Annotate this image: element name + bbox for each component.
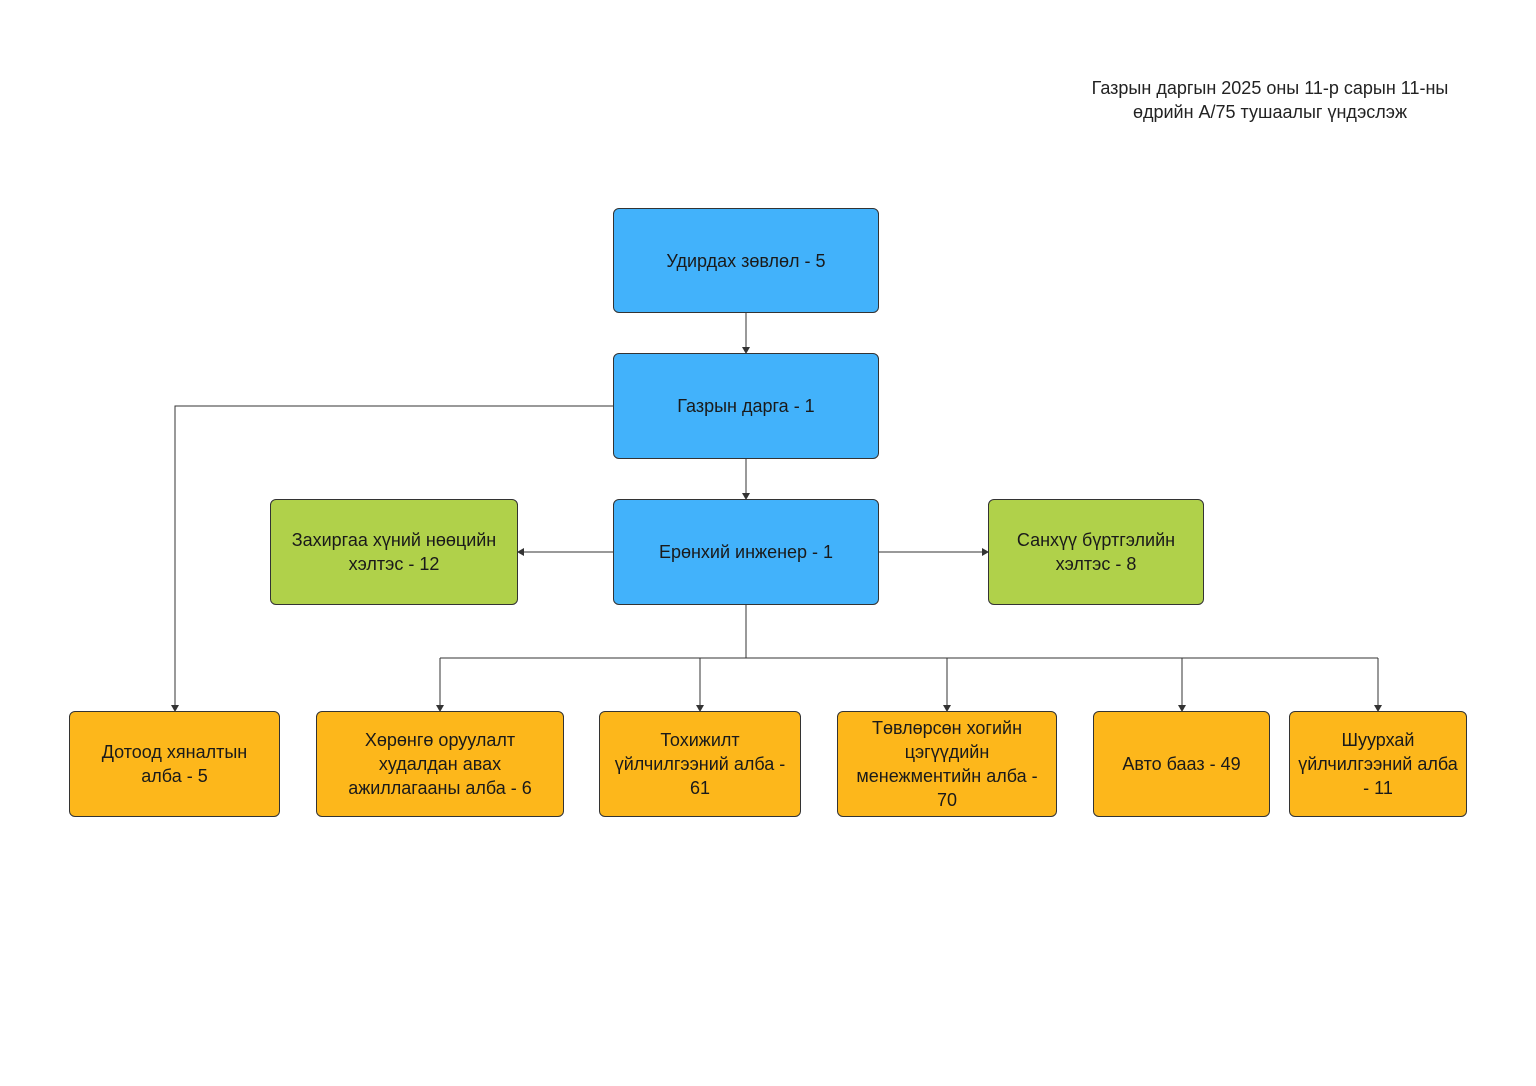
node-auto-base[interactable]: Авто бааз - 49 xyxy=(1093,711,1270,817)
node-director-label: Газрын дарга - 1 xyxy=(677,396,815,416)
connector-engineer-bus xyxy=(440,605,1378,659)
node-internal-audit-label: Дотоод хяналтын алба - 5 xyxy=(101,742,248,786)
node-waste-management-label: Төвлөрсөн хогийн цэгүүдийн менежментийн … xyxy=(856,718,1038,810)
node-finance[interactable]: Санхүү бүртгэлийн хэлтэс - 8 xyxy=(988,499,1204,605)
node-chief-engineer[interactable]: Ерөнхий инженер - 1 xyxy=(613,499,879,605)
node-investment-procurement-label: Хөрөнгө оруулалт худалдан авах ажиллагаа… xyxy=(348,730,532,798)
node-internal-audit[interactable]: Дотоод хяналтын алба - 5 xyxy=(69,711,280,817)
node-waste-management[interactable]: Төвлөрсөн хогийн цэгүүдийн менежментийн … xyxy=(837,711,1057,817)
node-finance-label: Санхүү бүртгэлийн хэлтэс - 8 xyxy=(1016,530,1176,574)
node-director[interactable]: Газрын дарга - 1 xyxy=(613,353,879,459)
order-reference-line-1: Газрын даргын 2025 оны 11-р сарын 11-ны xyxy=(1091,78,1449,98)
node-equipment-service-label: Тохижилт үйлчилгээний алба - 61 xyxy=(614,730,786,798)
node-admin-hr[interactable]: Захиргаа хүний нөөцийн хэлтэс - 12 xyxy=(270,499,518,605)
node-chief-engineer-label: Ерөнхий инженер - 1 xyxy=(658,542,834,562)
node-board-label: Удирдах зөвлөл - 5 xyxy=(666,250,826,271)
order-reference-line-2: өдрийн А/75 тушаалыг үндэслэж xyxy=(1132,102,1408,122)
order-reference-note: Газрын даргын 2025 оны 11-р сарын 11-ны … xyxy=(1040,76,1500,124)
node-mine-service[interactable]: Шуурхай үйлчилгээний алба - 11 xyxy=(1289,711,1467,817)
node-auto-base-label: Авто бааз - 49 xyxy=(1122,754,1241,774)
node-board[interactable]: Удирдах зөвлөл - 5 xyxy=(613,208,879,313)
node-investment-procurement[interactable]: Хөрөнгө оруулалт худалдан авах ажиллагаа… xyxy=(316,711,564,817)
node-mine-service-label: Шуурхай үйлчилгээний алба - 11 xyxy=(1298,730,1458,798)
node-admin-hr-label: Захиргаа хүний нөөцийн хэлтэс - 12 xyxy=(291,530,497,574)
node-equipment-service[interactable]: Тохижилт үйлчилгээний алба - 61 xyxy=(599,711,801,817)
connector-director-internal-audit xyxy=(171,405,613,712)
